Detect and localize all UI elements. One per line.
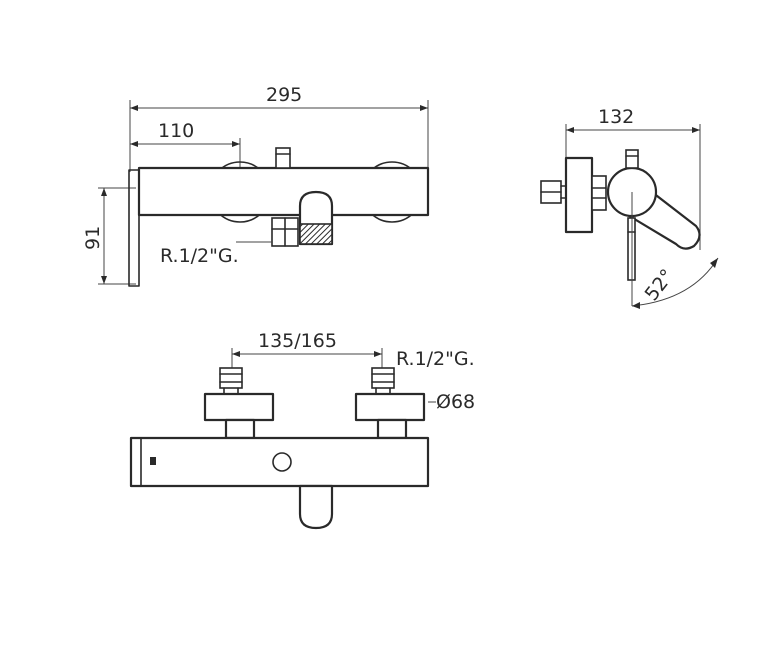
dimension-91: 91 bbox=[82, 187, 136, 285]
dimension-295: 295 bbox=[129, 84, 429, 172]
end-wall-flange bbox=[564, 156, 594, 234]
top-valve-stem bbox=[275, 147, 291, 169]
end-top-stem bbox=[625, 149, 639, 169]
dimension-label-91: 91 bbox=[82, 226, 104, 250]
front-view: 135/165 R.1/2"G. Ø68 bbox=[129, 330, 475, 530]
flange-diameter-label: Ø68 bbox=[436, 391, 475, 413]
mixer-body-front bbox=[129, 436, 430, 488]
left-inlet-fitting bbox=[219, 367, 243, 389]
side-elevation-view: 295 110 91 bbox=[82, 84, 430, 287]
dimension-132: 132 bbox=[565, 106, 701, 250]
wall-plate bbox=[128, 169, 140, 287]
right-connector bbox=[376, 418, 408, 440]
spout-front bbox=[298, 484, 334, 530]
diverter-button bbox=[272, 452, 292, 472]
spout-side bbox=[271, 190, 334, 247]
brand-mark bbox=[150, 457, 156, 465]
dimension-label-295: 295 bbox=[266, 84, 302, 106]
dimension-label-centers: 135/165 bbox=[258, 330, 337, 352]
dimension-label-110: 110 bbox=[158, 120, 194, 142]
connector-nut bbox=[591, 175, 607, 211]
dimension-135-165: 135/165 bbox=[231, 330, 383, 368]
left-flange bbox=[203, 392, 275, 422]
end-view: 132 52° bbox=[540, 106, 719, 309]
angle-label: 52° bbox=[641, 265, 679, 305]
thread-label-side: R.1/2"G. bbox=[160, 245, 239, 267]
left-connector bbox=[224, 418, 256, 440]
right-flange bbox=[354, 392, 426, 422]
thread-label-front: R.1/2"G. bbox=[396, 348, 475, 370]
dimension-label-132: 132 bbox=[598, 106, 634, 128]
mixer-body-side bbox=[137, 166, 430, 217]
right-inlet-fitting bbox=[371, 367, 395, 389]
